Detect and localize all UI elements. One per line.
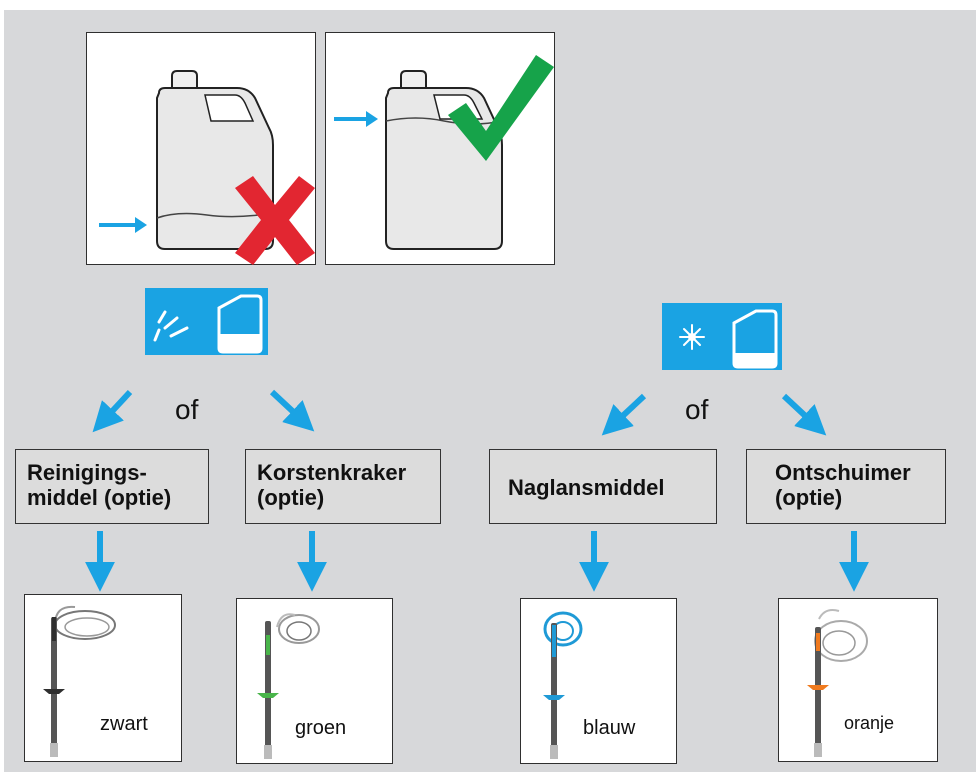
green-check-icon [448,55,554,161]
arrow-to-ontschuimer [781,393,827,436]
label-line1: Ontschuimer [775,460,911,485]
suction-lance-black-image: zwart [24,594,182,762]
label-ontschuimer: Ontschuimer (optie) [746,449,946,524]
suction-lance-blue-image: blauw [520,598,677,764]
color-label-oranje: oranje [844,713,895,733]
suction-lance-icon [43,605,116,757]
label-korstenkraker: Korstenkraker (optie) [245,449,441,524]
canister-full-icon [334,55,554,250]
sparkle-container-icon [662,303,782,370]
color-label-zwart: zwart [100,713,148,735]
label-line1: Naglansmiddel [508,475,665,500]
connector-of-left: of [175,394,199,425]
arrow-to-korstenkraker [269,389,315,432]
color-label-groen: groen [295,717,347,739]
label-line1: Reinigings- [27,460,147,485]
connector-of-right: of [685,394,709,425]
suction-lance-green-image: groen [236,598,393,764]
label-line2: (optie) [775,485,843,510]
suction-lance-icon [257,613,320,759]
canister-low-icon [99,70,315,265]
label-line1: Korstenkraker [257,460,407,485]
empty-container-panel [86,32,316,265]
flow-arrows [85,389,869,592]
rinse-spray-container-icon [145,288,268,355]
diagram-canvas: of of Reinigings- middel (optie) Korsten… [4,10,976,772]
color-label-blauw: blauw [583,717,636,739]
label-line2: middel (optie) [27,485,172,510]
suction-lance-icon [543,611,583,759]
suction-lance-orange-image: oranje [778,598,938,762]
label-naglansmiddel: Naglansmiddel [489,449,717,524]
red-cross-icon [235,176,315,265]
full-container-panel [325,32,555,265]
arrow-to-reinigingsmiddel [92,389,133,433]
label-line2: (optie) [257,485,325,510]
arrow-to-naglansmiddel [601,393,647,436]
label-reinigingsmiddel: Reinigings- middel (optie) [15,449,209,524]
suction-lance-icon [807,609,868,757]
